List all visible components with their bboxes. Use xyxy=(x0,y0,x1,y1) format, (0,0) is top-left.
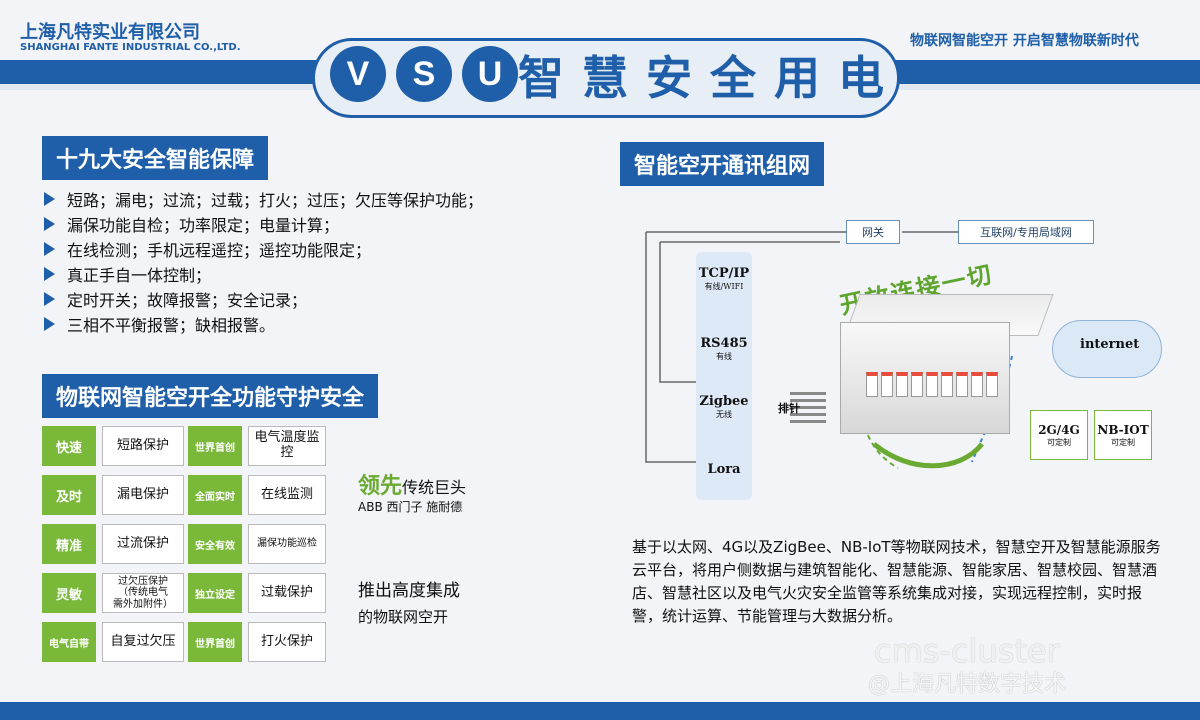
list-item: 真正手自一体控制； xyxy=(44,261,584,286)
feature-key: 快速 xyxy=(42,426,96,466)
watermark-line-1: cms-cluster xyxy=(874,632,1060,670)
feature-value: 自复过欠压 xyxy=(102,622,184,662)
list-item-text: 定时开关；故障报警；安全记录； xyxy=(67,290,308,310)
list-item: 漏保功能自检；功率限定；电量计算； xyxy=(44,211,584,236)
section-title-network: 智能空开通讯组网 xyxy=(620,142,825,186)
bullet-triangle-icon xyxy=(44,291,55,306)
section-title-functions: 物联网智能空开全功能守护安全 xyxy=(42,374,379,418)
footer-band xyxy=(0,702,1200,720)
network-description: 基于以太网、4G以及ZigBee、NB-IoT等物联网技术，智慧空开及智慧能源服… xyxy=(632,538,1161,625)
title-letter-s: S xyxy=(396,46,452,102)
page-title: 智慧安全用电 xyxy=(518,51,902,105)
safety-feature-list: 短路；漏电；过流；过载；打火；过压；欠压等保护功能； 漏保功能自检；功率限定；电… xyxy=(44,186,584,336)
feature-key: 灵敏 xyxy=(42,573,96,613)
bullet-triangle-icon xyxy=(44,266,55,281)
feature-key: 独立设定 xyxy=(188,573,242,613)
protocol-lora: Lora xyxy=(707,462,741,477)
feature-key: 世界首创 xyxy=(188,622,242,662)
list-item: 三相不平衡报警；缺相报警。 xyxy=(44,311,584,336)
feature-value: 漏保功能巡检 xyxy=(248,524,326,564)
header-slogan: 物联网智能空开 开启智慧物联新时代 xyxy=(910,33,1139,49)
network-lines xyxy=(645,231,1013,469)
feature-value: 在线监测 xyxy=(248,475,326,515)
list-item-text: 真正手自一体控制； xyxy=(67,265,212,285)
title-letters: V S U xyxy=(330,44,518,104)
feature-value: 过流保护 xyxy=(102,524,184,564)
list-item: 定时开关；故障报警；安全记录； xyxy=(44,286,584,311)
feature-value: 打火保护 xyxy=(248,622,326,662)
list-item-text: 漏保功能自检；功率限定；电量计算； xyxy=(67,215,340,235)
feature-key: 全面实时 xyxy=(188,475,242,515)
internet-lan-box: 互联网/专用局域网 xyxy=(958,220,1094,244)
cloud-label: internet xyxy=(1080,337,1140,352)
company-name-cn: 上海凡特实业有限公司 xyxy=(20,22,200,43)
lead-highlight: 领先 xyxy=(358,474,403,499)
lead-rest: 传统巨头 xyxy=(402,478,467,497)
gateway-box: 网关 xyxy=(846,220,900,244)
feature-key: 电气自带 xyxy=(42,622,96,662)
list-item-text: 短路；漏电；过流；过载；打火；过压；欠压等保护功能； xyxy=(67,190,484,210)
lead-statement: 领先传统巨头 xyxy=(358,468,466,500)
bullet-triangle-icon xyxy=(44,216,55,231)
bullet-triangle-icon xyxy=(44,241,55,256)
list-item-text: 三相不平衡报警；缺相报警。 xyxy=(67,315,276,335)
list-item: 在线检测；手机远程遥控；遥控功能限定； xyxy=(44,236,584,261)
section-title-safety: 十九大安全智能保障 xyxy=(42,136,269,180)
title-letter-u: U xyxy=(462,46,518,102)
list-item: 短路；漏电；过流；过载；打火；过压；欠压等保护功能； xyxy=(44,186,584,211)
push-line-2: 的物联网空开 xyxy=(358,608,449,626)
title-letter-v: V xyxy=(330,46,386,102)
bullet-triangle-icon xyxy=(44,191,55,206)
feature-value: 过载保护 xyxy=(248,573,326,613)
cable-label: 排针 xyxy=(778,402,800,415)
connector-pins-icon xyxy=(790,392,826,423)
feature-value: 漏电保护 xyxy=(102,475,184,515)
feature-key: 及时 xyxy=(42,475,96,515)
watermark-line-2: @上海凡特数字技术 xyxy=(868,672,1067,697)
feature-key: 安全有效 xyxy=(188,524,242,564)
feature-value: 过欠压保护 （传统电气 需外加附件） xyxy=(102,573,184,613)
list-item-text: 在线检测；手机远程遥控；遥控功能限定； xyxy=(67,240,372,260)
feature-value: 短路保护 xyxy=(102,426,184,466)
cloud-icon xyxy=(1052,320,1162,378)
push-line-1: 推出高度集成 xyxy=(358,581,460,601)
lead-brands: ABB 西门子 施耐德 xyxy=(358,500,463,514)
breaker-row xyxy=(866,372,998,397)
feature-key: 世界首创 xyxy=(188,426,242,466)
company-name-en: SHANGHAI FANTE INDUSTRIAL CO.,LTD. xyxy=(20,42,241,53)
feature-key: 精准 xyxy=(42,524,96,564)
protocol-panel xyxy=(696,252,752,500)
bullet-triangle-icon xyxy=(44,316,55,331)
feature-value: 电气温度监控 xyxy=(248,426,326,466)
